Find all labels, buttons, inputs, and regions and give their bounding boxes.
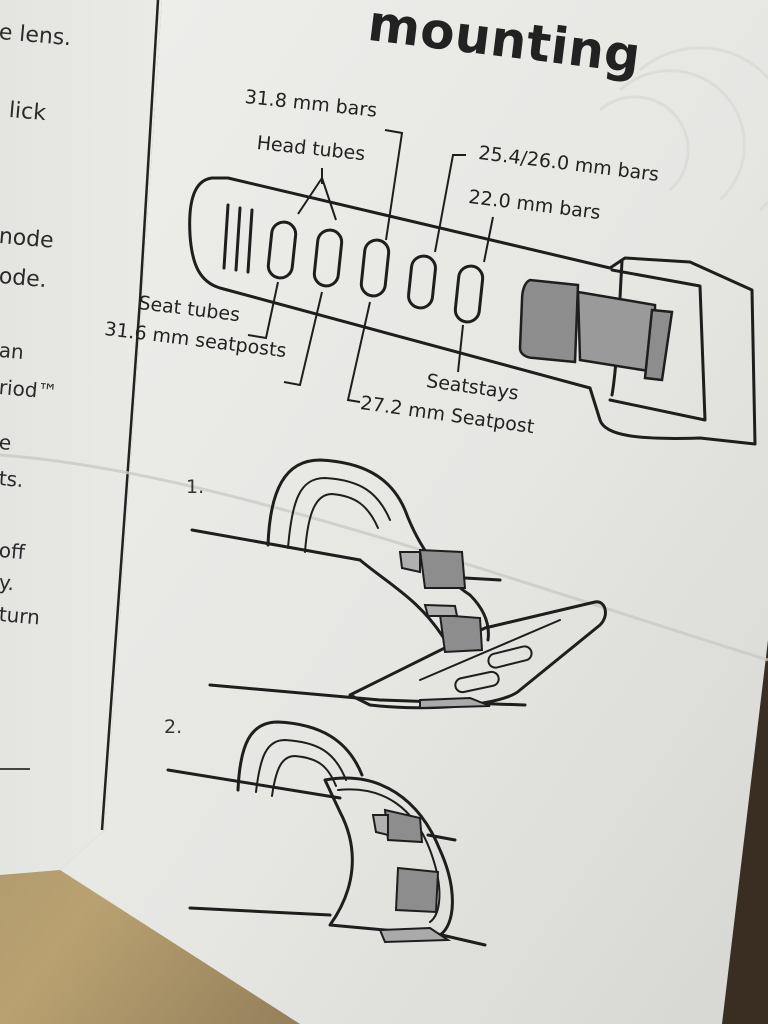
- step2-strap-end: [378, 926, 452, 944]
- step1-tube-top-left: [190, 528, 362, 562]
- watermark-rings: [599, 46, 768, 212]
- step1-device-body: [266, 458, 490, 642]
- step1-pin: [463, 576, 502, 582]
- step2-tube-top: [166, 768, 342, 800]
- step1-strap-hole-2: [454, 670, 500, 694]
- step1-body-lower: [358, 558, 447, 642]
- step1-clip-lower-tab: [423, 603, 459, 617]
- step1-clip-lower: [438, 613, 484, 654]
- mount-strap: [188, 176, 757, 446]
- paper-crease: [0, 453, 768, 662]
- strap-clip-left: [518, 278, 580, 364]
- left-column: e lens. lick node ode. an riod™ e ts. of…: [0, 0, 150, 1024]
- step1-device-inner-2: [304, 493, 379, 553]
- step2-strap-wrapped: [323, 776, 454, 937]
- leader-316-seatposts: [283, 291, 323, 387]
- step-1-illustration: [190, 458, 607, 710]
- step2-device-inner-1: [255, 739, 347, 793]
- column-divider: [100, 0, 160, 831]
- left-rule: [0, 768, 30, 770]
- step1-clip-tab: [398, 551, 421, 574]
- leader-220-bars: [483, 216, 494, 263]
- step2-device-inner-2: [271, 755, 337, 797]
- strap-clip-right: [643, 308, 674, 382]
- strap-slot-line-1: [222, 203, 230, 270]
- leader-318-bars: [384, 129, 404, 241]
- step2-tube-bottom: [188, 906, 332, 917]
- step-1-number: 1.: [186, 476, 205, 498]
- left-paper-panel: [0, 0, 162, 875]
- strap-hole-5: [453, 264, 485, 324]
- strap-slot-line-2: [234, 206, 242, 272]
- strap-base-outline: [608, 268, 707, 422]
- step1-device-inner-1: [287, 477, 391, 549]
- step1-strap-inner: [419, 619, 561, 681]
- strap-hole-4: [407, 254, 437, 310]
- leader-272-seatpost: [346, 301, 371, 403]
- step2-strap-inner: [337, 788, 441, 923]
- leader-seatstays: [457, 324, 464, 373]
- strap-slot-line-3: [246, 208, 254, 274]
- step2-clip-upper: [383, 808, 424, 844]
- leader-seat-tubes: [247, 281, 279, 340]
- step-2-number: 2.: [164, 716, 183, 738]
- step2-clip-lower: [394, 866, 440, 914]
- leader-head-tubes: [297, 168, 337, 221]
- step1-strap-end: [419, 696, 491, 710]
- step2-clip-upper-tab: [371, 814, 389, 837]
- step-2-illustration: [166, 720, 487, 947]
- strap-hole-1: [266, 220, 298, 280]
- step2-device-top: [236, 720, 364, 792]
- step1-strap-hole-1: [487, 645, 533, 669]
- leader-254-bars: [434, 154, 466, 253]
- strap-hole-2: [312, 228, 344, 288]
- step1-clip-upper: [418, 548, 467, 589]
- strap-hole-3: [359, 238, 391, 298]
